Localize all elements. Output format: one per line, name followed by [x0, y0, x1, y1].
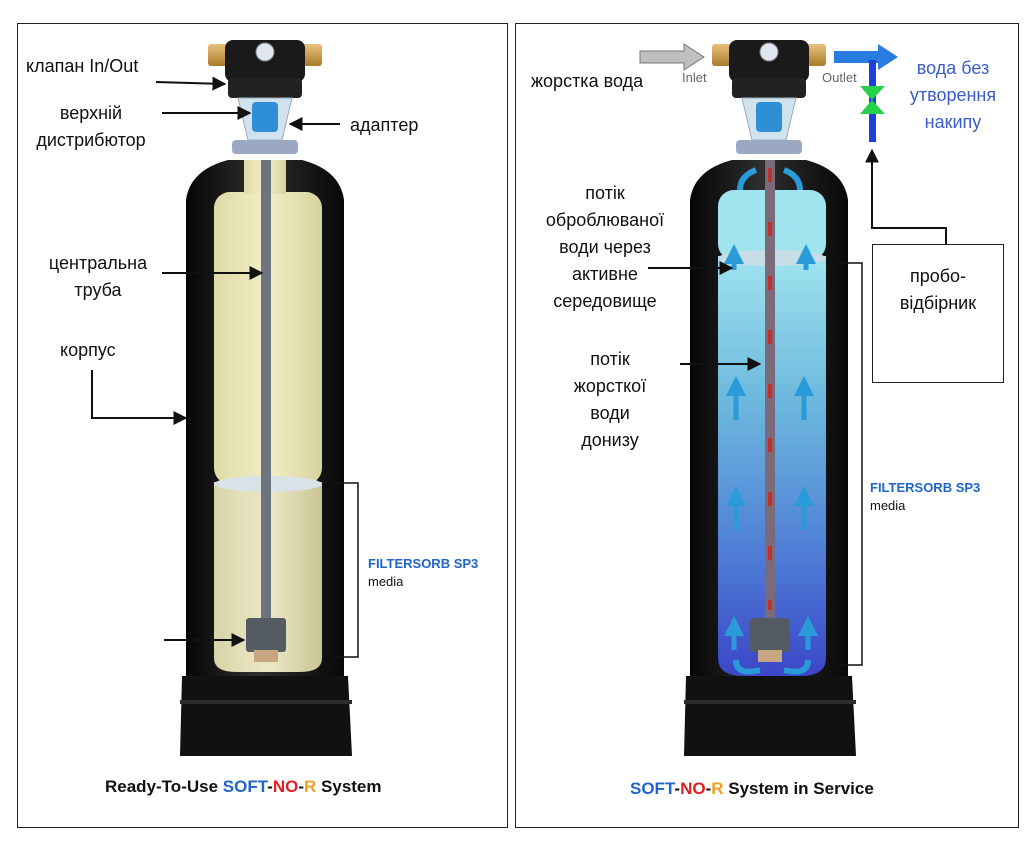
inlet-fitting: [208, 44, 228, 66]
sampler-box: пробо-відбірник: [872, 244, 1004, 383]
left-tank: [180, 40, 352, 756]
outlet-fitting: [302, 44, 322, 66]
right-media-name: FILTERSORB SP3: [870, 480, 981, 495]
right-caption: SOFT-NO-R System in Service: [630, 779, 874, 798]
label-sampler: пробо-відбірник: [899, 266, 977, 313]
label-inlet: Inlet: [682, 70, 707, 85]
outlet-arrow: [834, 44, 898, 70]
tank-base: [180, 676, 352, 756]
inlet-arrow: [639, 43, 705, 71]
label-housing: корпус: [60, 340, 116, 360]
label-hard-water: жорстка вода: [531, 71, 644, 91]
left-media-sub: media: [368, 574, 404, 589]
label-valve: клапан In/Out: [26, 56, 139, 76]
bottom-distributor: [246, 618, 286, 652]
upflow-arrows: [724, 244, 818, 650]
right-tank: [684, 40, 856, 756]
label-outlet: Outlet: [822, 70, 857, 85]
top-distributor: [252, 102, 278, 132]
left-caption: Ready-To-Use SOFT-NO-R System: [105, 777, 382, 796]
central-pipe: [261, 160, 271, 620]
label-adapter: адаптер: [350, 115, 419, 135]
left-media-name: FILTERSORB SP3: [368, 556, 479, 571]
right-media-sub: media: [870, 498, 906, 513]
